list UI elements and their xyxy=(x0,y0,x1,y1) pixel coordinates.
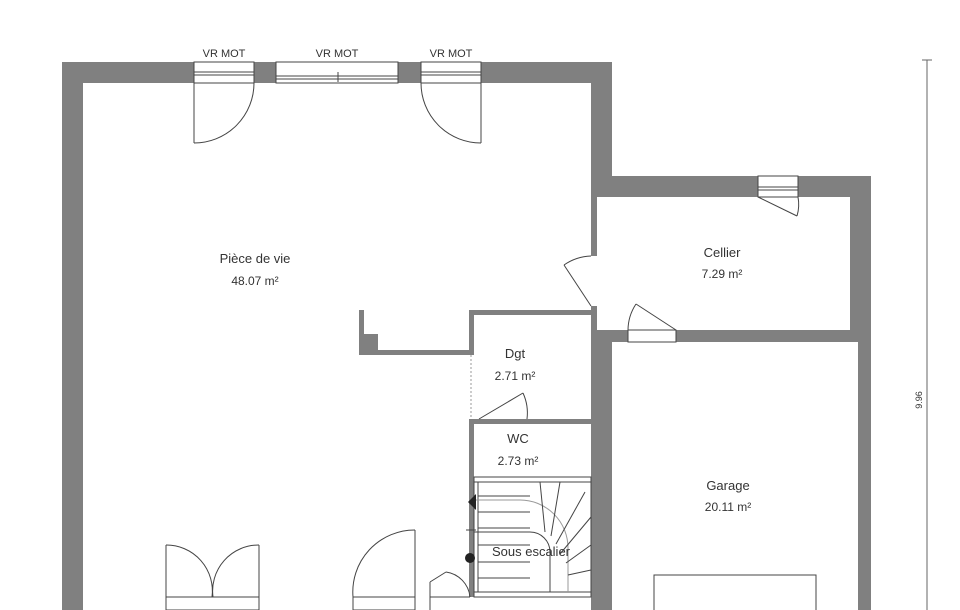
partition-wc-north xyxy=(469,419,591,424)
door-arc xyxy=(522,392,528,420)
room-area-cellier: 7.29 m² xyxy=(702,267,743,281)
door-leaf xyxy=(429,571,447,583)
door-arc xyxy=(627,303,637,331)
door-leaf xyxy=(563,264,592,307)
wall-east-main-upper xyxy=(591,62,612,180)
door-arc xyxy=(563,255,592,266)
room-area-dgt: 2.71 m² xyxy=(495,369,536,383)
window-label-1: VR MOT xyxy=(203,48,246,60)
garage-vehicle-outline xyxy=(653,574,817,610)
door-arc xyxy=(352,529,416,598)
stair-start-marker xyxy=(465,553,475,563)
room-area-garage: 20.11 m² xyxy=(705,500,751,514)
room-name-wc: WC xyxy=(507,431,529,446)
room-name-garage: Garage xyxy=(706,478,749,493)
wall-west-main xyxy=(62,62,83,610)
door-leaf xyxy=(478,392,524,420)
partition-stair-west xyxy=(469,477,474,597)
stair-arrow-icon xyxy=(468,494,476,510)
door-arc xyxy=(420,82,482,144)
room-area-wc: 2.73 m² xyxy=(498,454,539,468)
door-arc xyxy=(445,571,471,598)
window-label-2: VR MOT xyxy=(316,48,359,60)
wall-west-garage xyxy=(591,330,612,610)
walls xyxy=(62,62,871,610)
window-sills xyxy=(194,71,798,191)
partition-horizontal xyxy=(359,350,474,355)
door-leaf xyxy=(757,196,798,217)
wall-east-cellier xyxy=(850,176,871,341)
room-name-cellier: Cellier xyxy=(704,245,742,260)
room-area-piece-de-vie: 48.07 m² xyxy=(231,274,278,288)
staircase xyxy=(473,476,592,598)
height-dimension xyxy=(922,59,932,610)
partition-stub xyxy=(359,310,364,355)
height-dimension-label: 9.96 xyxy=(914,391,924,409)
partition-wc-west xyxy=(469,419,474,477)
door-arc xyxy=(212,544,260,598)
door-leaf xyxy=(635,303,677,331)
window-label-3: VR MOT xyxy=(430,48,473,60)
room-name-dgt: Dgt xyxy=(505,346,526,361)
partition-stub-block xyxy=(364,334,378,350)
door-arc xyxy=(165,544,213,598)
room-name-piece-de-vie: Pièce de vie xyxy=(220,251,291,266)
door-swings xyxy=(165,82,800,610)
partition-dgt-north xyxy=(469,310,591,315)
partition-dgt-west xyxy=(469,310,474,355)
wall-east-garage xyxy=(858,330,871,610)
wall-openings xyxy=(165,61,799,610)
room-name-sous-escalier: Sous escalier xyxy=(492,544,571,559)
door-arc xyxy=(193,82,255,144)
door-arc xyxy=(796,196,800,217)
wall-north-cellier xyxy=(591,176,871,197)
